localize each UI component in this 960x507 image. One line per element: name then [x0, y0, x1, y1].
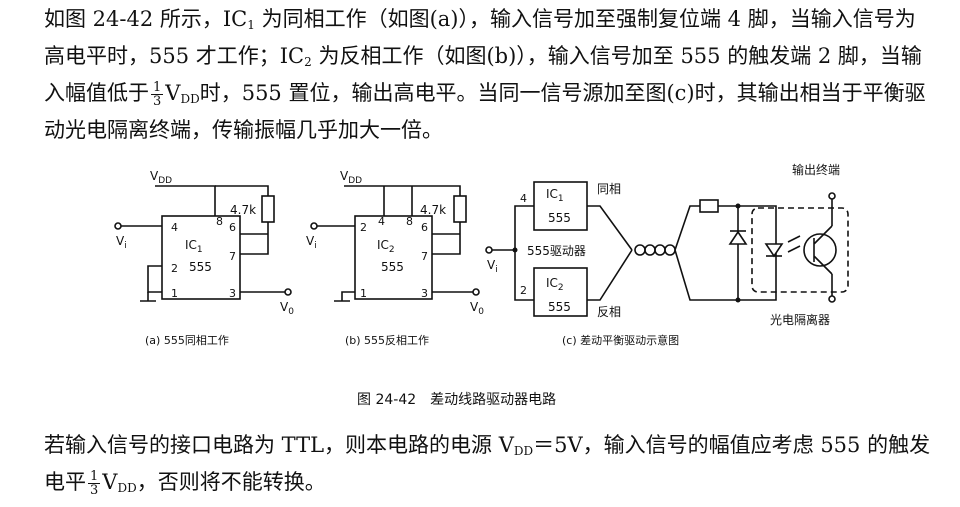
resistor-label: 4.7k: [420, 203, 446, 217]
pin-label: 1: [360, 287, 367, 300]
ic1-block-label: IC1: [546, 187, 564, 204]
pin-label: 4: [378, 215, 385, 228]
caption-b: (b) 555反相工作: [345, 334, 429, 347]
same-phase-label: 同相: [597, 182, 621, 196]
vdd-label: VDD: [150, 169, 172, 186]
subscript: DD: [513, 444, 534, 458]
vi-label: Vi: [487, 258, 498, 275]
pin-label: 8: [216, 215, 223, 228]
fraction-numerator: 1: [88, 469, 101, 484]
ic2-model: 555: [381, 260, 404, 274]
ic1-block-model: 555: [548, 211, 571, 225]
ic1-block: [533, 181, 588, 231]
caption-c: (c) 差动平衡驱动示意图: [562, 333, 679, 347]
circuit-figure: VDD 4.7k IC1 555 4 8 6 7 2 1 3 Vi V0 (a)…: [114, 162, 849, 408]
isolator-label: 光电隔离器: [770, 312, 830, 327]
pin-label: 2: [360, 221, 367, 234]
vo-label: V0: [280, 300, 294, 317]
text-run: ＝5V，输入信号的幅值应考虑 555 的触发电平: [44, 433, 931, 494]
paragraph-intro: 如图 24-42 所示，IC1 为同相工作（如图(a)），输入信号加至强制复位端…: [44, 4, 934, 146]
ic1-model: 555: [189, 260, 212, 274]
vo-label: V0: [470, 300, 484, 317]
ic2-block: [533, 267, 588, 317]
ic1-box: [161, 215, 241, 300]
output-terminal-label: 输出终端: [792, 162, 840, 177]
ic2-box: [354, 215, 433, 300]
vdd-symbol: V: [165, 81, 181, 105]
vdd-symbol: V: [102, 470, 118, 494]
fraction-numerator: 1: [151, 80, 164, 95]
fraction-denominator: 3: [153, 94, 162, 109]
pin-label: 7: [229, 250, 236, 263]
text-run: ，否则将不能转换。: [136, 470, 326, 494]
pin-label: 2: [171, 262, 178, 275]
circuit-a: VDD 4.7k IC1 555 4 8 6 7 2 1 3 Vi V0 (a)…: [114, 169, 294, 347]
text-run: 时，555 置位，输出高电平。当同一信号源加至图(c)时，其输出相当于平衡驱动光…: [44, 81, 926, 142]
driver-label: 555驱动器: [527, 244, 586, 258]
pin-label: 4: [171, 221, 178, 234]
paragraph-ttl: 若输入信号的接口电路为 TTL，则本电路的电源 VDD＝5V，输入信号的幅值应考…: [44, 430, 934, 504]
pin-label: 1: [171, 287, 178, 300]
figure-title: 图 24-42 差动线路驱动器电路: [357, 392, 556, 408]
fraction-denominator: 3: [90, 483, 99, 498]
text-run: 为反相工作（如图(b)），输入信号加至 555 的触发端 2 脚，当输入幅值低于: [44, 44, 922, 105]
pin-label: 4: [520, 192, 527, 205]
text-run: 若输入信号的接口电路为 TTL，则本电路的电源 V: [44, 433, 514, 457]
inverted-phase-label: 反相: [597, 305, 621, 319]
pin-label: 2: [520, 284, 527, 297]
text-run: 如图 24-42 所示，IC: [44, 7, 248, 31]
circuit-b: VDD 4.7k IC2 555 2 4 8 6 7 1 3 Vi V0 (b)…: [306, 169, 484, 347]
pin-label: 8: [406, 215, 413, 228]
ic2-block-label: IC2: [546, 276, 564, 293]
subscript: DD: [180, 92, 200, 106]
pin-label: 6: [229, 221, 236, 234]
vdd-label: VDD: [340, 169, 362, 186]
ic2-label: IC2: [377, 238, 395, 255]
text-run: 为同相工作（如图(a)），输入信号加至强制复位端 4 脚，当输入信号为高电平时，…: [44, 7, 916, 68]
subscript: 1: [247, 18, 255, 32]
subscript: DD: [117, 481, 137, 495]
circuit-c: IC1 555 IC2 555 4 2 Vi 555驱动器 同相 反相: [485, 162, 849, 347]
caption-a: (a) 555同相工作: [145, 334, 229, 347]
pin-label: 7: [421, 250, 428, 263]
pin-label: 3: [421, 287, 428, 300]
vi-label: Vi: [116, 234, 127, 251]
pin-label: 3: [229, 287, 236, 300]
ic1-label: IC1: [185, 238, 203, 255]
vi-label: Vi: [306, 234, 317, 251]
ic2-block-model: 555: [548, 300, 571, 314]
resistor-label: 4.7k: [230, 203, 256, 217]
subscript: 2: [304, 55, 312, 69]
pin-label: 6: [421, 221, 428, 234]
